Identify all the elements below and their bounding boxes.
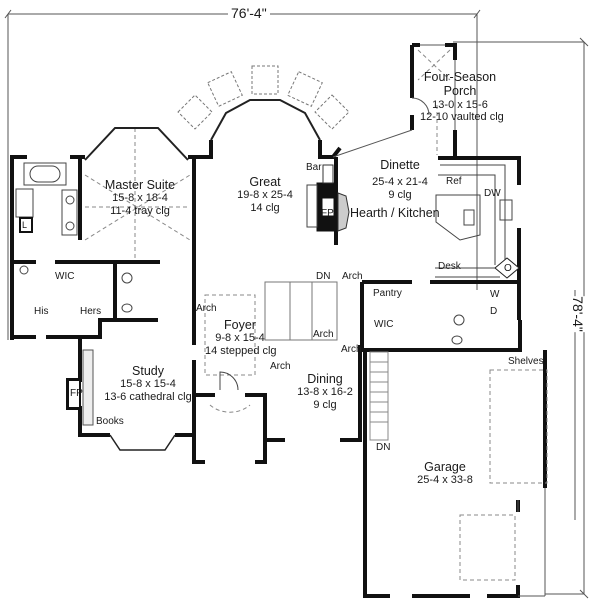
stair-down-label: DN <box>316 271 331 282</box>
room-ceiling: 14 stepped clg <box>205 345 277 358</box>
room-name: Foyer <box>224 318 256 332</box>
arch-label-dining: Arch <box>270 361 291 372</box>
room-name: Great <box>249 175 281 189</box>
his-closet-label: His <box>34 306 49 317</box>
room-name: Hearth / Kitchen <box>350 206 440 220</box>
room-ceiling: 11-4 tray clg <box>110 205 170 218</box>
overall-width-dimension: 76'-4" <box>228 6 270 20</box>
room-dining: Dining 13-8 x 16-2 9 clg <box>285 372 365 412</box>
room-name-2: Porch <box>443 84 477 99</box>
room-name: Garage <box>424 460 466 474</box>
bar-label: Bar <box>306 162 322 173</box>
room-ceiling: 9 clg <box>388 189 412 202</box>
great-room-bay <box>177 65 350 130</box>
desk-label: Desk <box>438 261 461 272</box>
room-dims: 15-8 x 15-4 <box>120 378 176 391</box>
room-master-suite: Master Suite 15-8 x 18-4 11-4 tray clg <box>95 178 185 218</box>
room-name: Master Suite <box>104 178 176 192</box>
room-ceiling: 9 clg <box>313 399 337 412</box>
arch-label-kitchen: Arch <box>342 271 363 282</box>
room-garage: Garage 25-4 x 33-8 <box>405 460 485 487</box>
room-four-season-porch: Four-Season Porch 13-0 x 15-6 12-10 vaul… <box>420 70 504 124</box>
room-ceiling: 12-10 vaulted clg <box>420 111 504 124</box>
dishwasher-label: DW <box>484 188 501 199</box>
garage-stair-down-label: DN <box>376 442 391 453</box>
room-dims: 13-0 x 15-6 <box>432 98 488 111</box>
wic-mudroom-label: WIC <box>374 319 394 330</box>
room-dims: 25-4 x 21-4 <box>372 176 428 189</box>
stairs-garage <box>369 351 389 441</box>
room-ceiling: 13-6 cathedral clg <box>104 391 192 404</box>
arch-label-stair: Arch <box>313 329 334 340</box>
washer-label: W <box>490 289 500 300</box>
room-dims: 15-8 x 18-4 <box>112 192 168 205</box>
room-study: Study 15-8 x 15-4 13-6 cathedral clg <box>93 364 203 404</box>
range-label: O <box>504 263 512 274</box>
fireplace-study-label: FP <box>70 388 83 399</box>
stairs-main <box>264 281 338 341</box>
pantry-label: Pantry <box>373 288 402 299</box>
room-ceiling: 14 clg <box>250 202 280 215</box>
room-name: Dining <box>307 372 343 386</box>
room-dims: 13-8 x 16-2 <box>297 386 353 399</box>
room-name: Four-Season <box>423 70 497 84</box>
room-great: Great 19-8 x 25-4 14 clg <box>225 175 305 215</box>
arch-label-foyer: Arch <box>196 303 217 314</box>
room-foyer: Foyer 9-8 x 15-4 14 stepped clg <box>205 318 277 358</box>
ref-label: Ref <box>446 176 462 187</box>
dimension-lines <box>4 9 589 599</box>
hers-closet-label: Hers <box>80 306 102 317</box>
linen-label: L <box>22 220 28 230</box>
fireplace-great <box>316 182 338 232</box>
books-label: Books <box>96 416 124 427</box>
room-dims: 25-4 x 33-8 <box>417 474 473 487</box>
room-hearth-kitchen: Hearth / Kitchen <box>350 206 440 220</box>
overall-depth-dimension: 78'-4" <box>568 296 587 332</box>
room-dinette: Dinette 25-4 x 21-4 9 clg <box>360 158 440 202</box>
dryer-label: D <box>490 306 498 317</box>
arch-label-hall: Arch <box>341 344 362 355</box>
shelves-label: Shelves <box>508 356 544 367</box>
room-dims: 9-8 x 15-4 <box>215 332 265 345</box>
room-name: Study <box>132 364 164 378</box>
fireplace-great-label: FP <box>321 208 334 219</box>
room-dims: 19-8 x 25-4 <box>237 189 293 202</box>
room-name: Dinette <box>380 158 420 172</box>
wic-master-label: WIC <box>55 271 75 282</box>
